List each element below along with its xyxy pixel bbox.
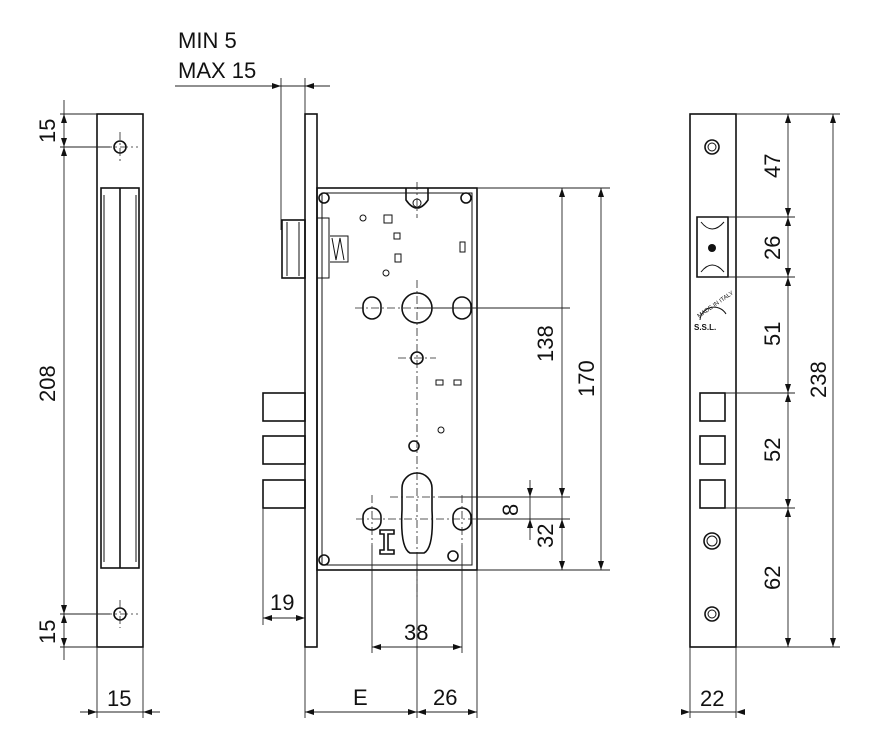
deadbolt-tongue-1 (262, 392, 306, 422)
dim-label-47: 47 (760, 154, 785, 178)
lock-body-view: MIN 5 MAX 15 (175, 28, 610, 718)
dim-label-15-bottom: 15 (35, 620, 60, 644)
dim-label-faceplate-width: 15 (107, 686, 131, 711)
strike-bottom-hole-icon (704, 606, 720, 622)
dim-label-E: E (353, 685, 368, 710)
faceplate-view: 15 208 15 15 (35, 100, 160, 718)
strike-plate-view: MADE IN ITALY S.S.L. 47 26 51 52 62 238 … (689, 113, 840, 718)
strike-latch-dot (708, 244, 716, 252)
strike-bolt-window-3 (699, 479, 726, 509)
logo-made-in-italy: MADE IN ITALY (697, 290, 735, 319)
front-plate (304, 113, 318, 648)
deadbolt-tongue-3 (262, 479, 306, 509)
screw-icon (460, 192, 472, 204)
case-top-notch (405, 188, 429, 209)
dim-label-8: 8 (498, 504, 523, 516)
screw-icon (318, 192, 330, 204)
dim-label-52: 52 (760, 438, 785, 462)
screw-icon (318, 554, 330, 566)
min-label: MIN 5 (178, 28, 237, 53)
dim-label-38: 38 (404, 620, 428, 645)
dim-label-238: 238 (806, 361, 831, 398)
dim-label-138: 138 (533, 325, 558, 362)
strike-middle-hole-icon (703, 532, 721, 550)
dimension-arrowheads (61, 83, 836, 715)
dim-label-62: 62 (760, 566, 785, 590)
dim-label-15-top: 15 (35, 119, 60, 143)
faceplate-outline (96, 113, 144, 648)
dim-label-22: 22 (700, 686, 724, 711)
strike-bolt-window-1 (699, 392, 726, 422)
deadbolt-tongue-2 (262, 435, 306, 465)
dim-label-208: 208 (35, 365, 60, 402)
max-label: MAX 15 (178, 58, 256, 83)
dim-label-170: 170 (574, 360, 599, 397)
lock-case (316, 187, 478, 571)
follower-piece (379, 529, 395, 555)
screw-icon (408, 440, 420, 452)
dim-label-51: 51 (760, 322, 785, 346)
dim-label-19: 19 (270, 590, 294, 615)
strike-bolt-window-2 (699, 435, 726, 465)
logo-brand: S.S.L. (694, 323, 716, 332)
dim-label-32: 32 (533, 524, 558, 548)
latch-bolt (281, 219, 306, 279)
mounting-slot (362, 296, 382, 320)
dim-label-26-bottom: 26 (433, 685, 457, 710)
screw-icon (447, 550, 459, 562)
cylinder-cutout (400, 472, 434, 554)
strike-top-hole-icon (704, 139, 720, 155)
dim-label-26-strike: 26 (760, 236, 785, 260)
strike-plate-outline (689, 113, 737, 648)
